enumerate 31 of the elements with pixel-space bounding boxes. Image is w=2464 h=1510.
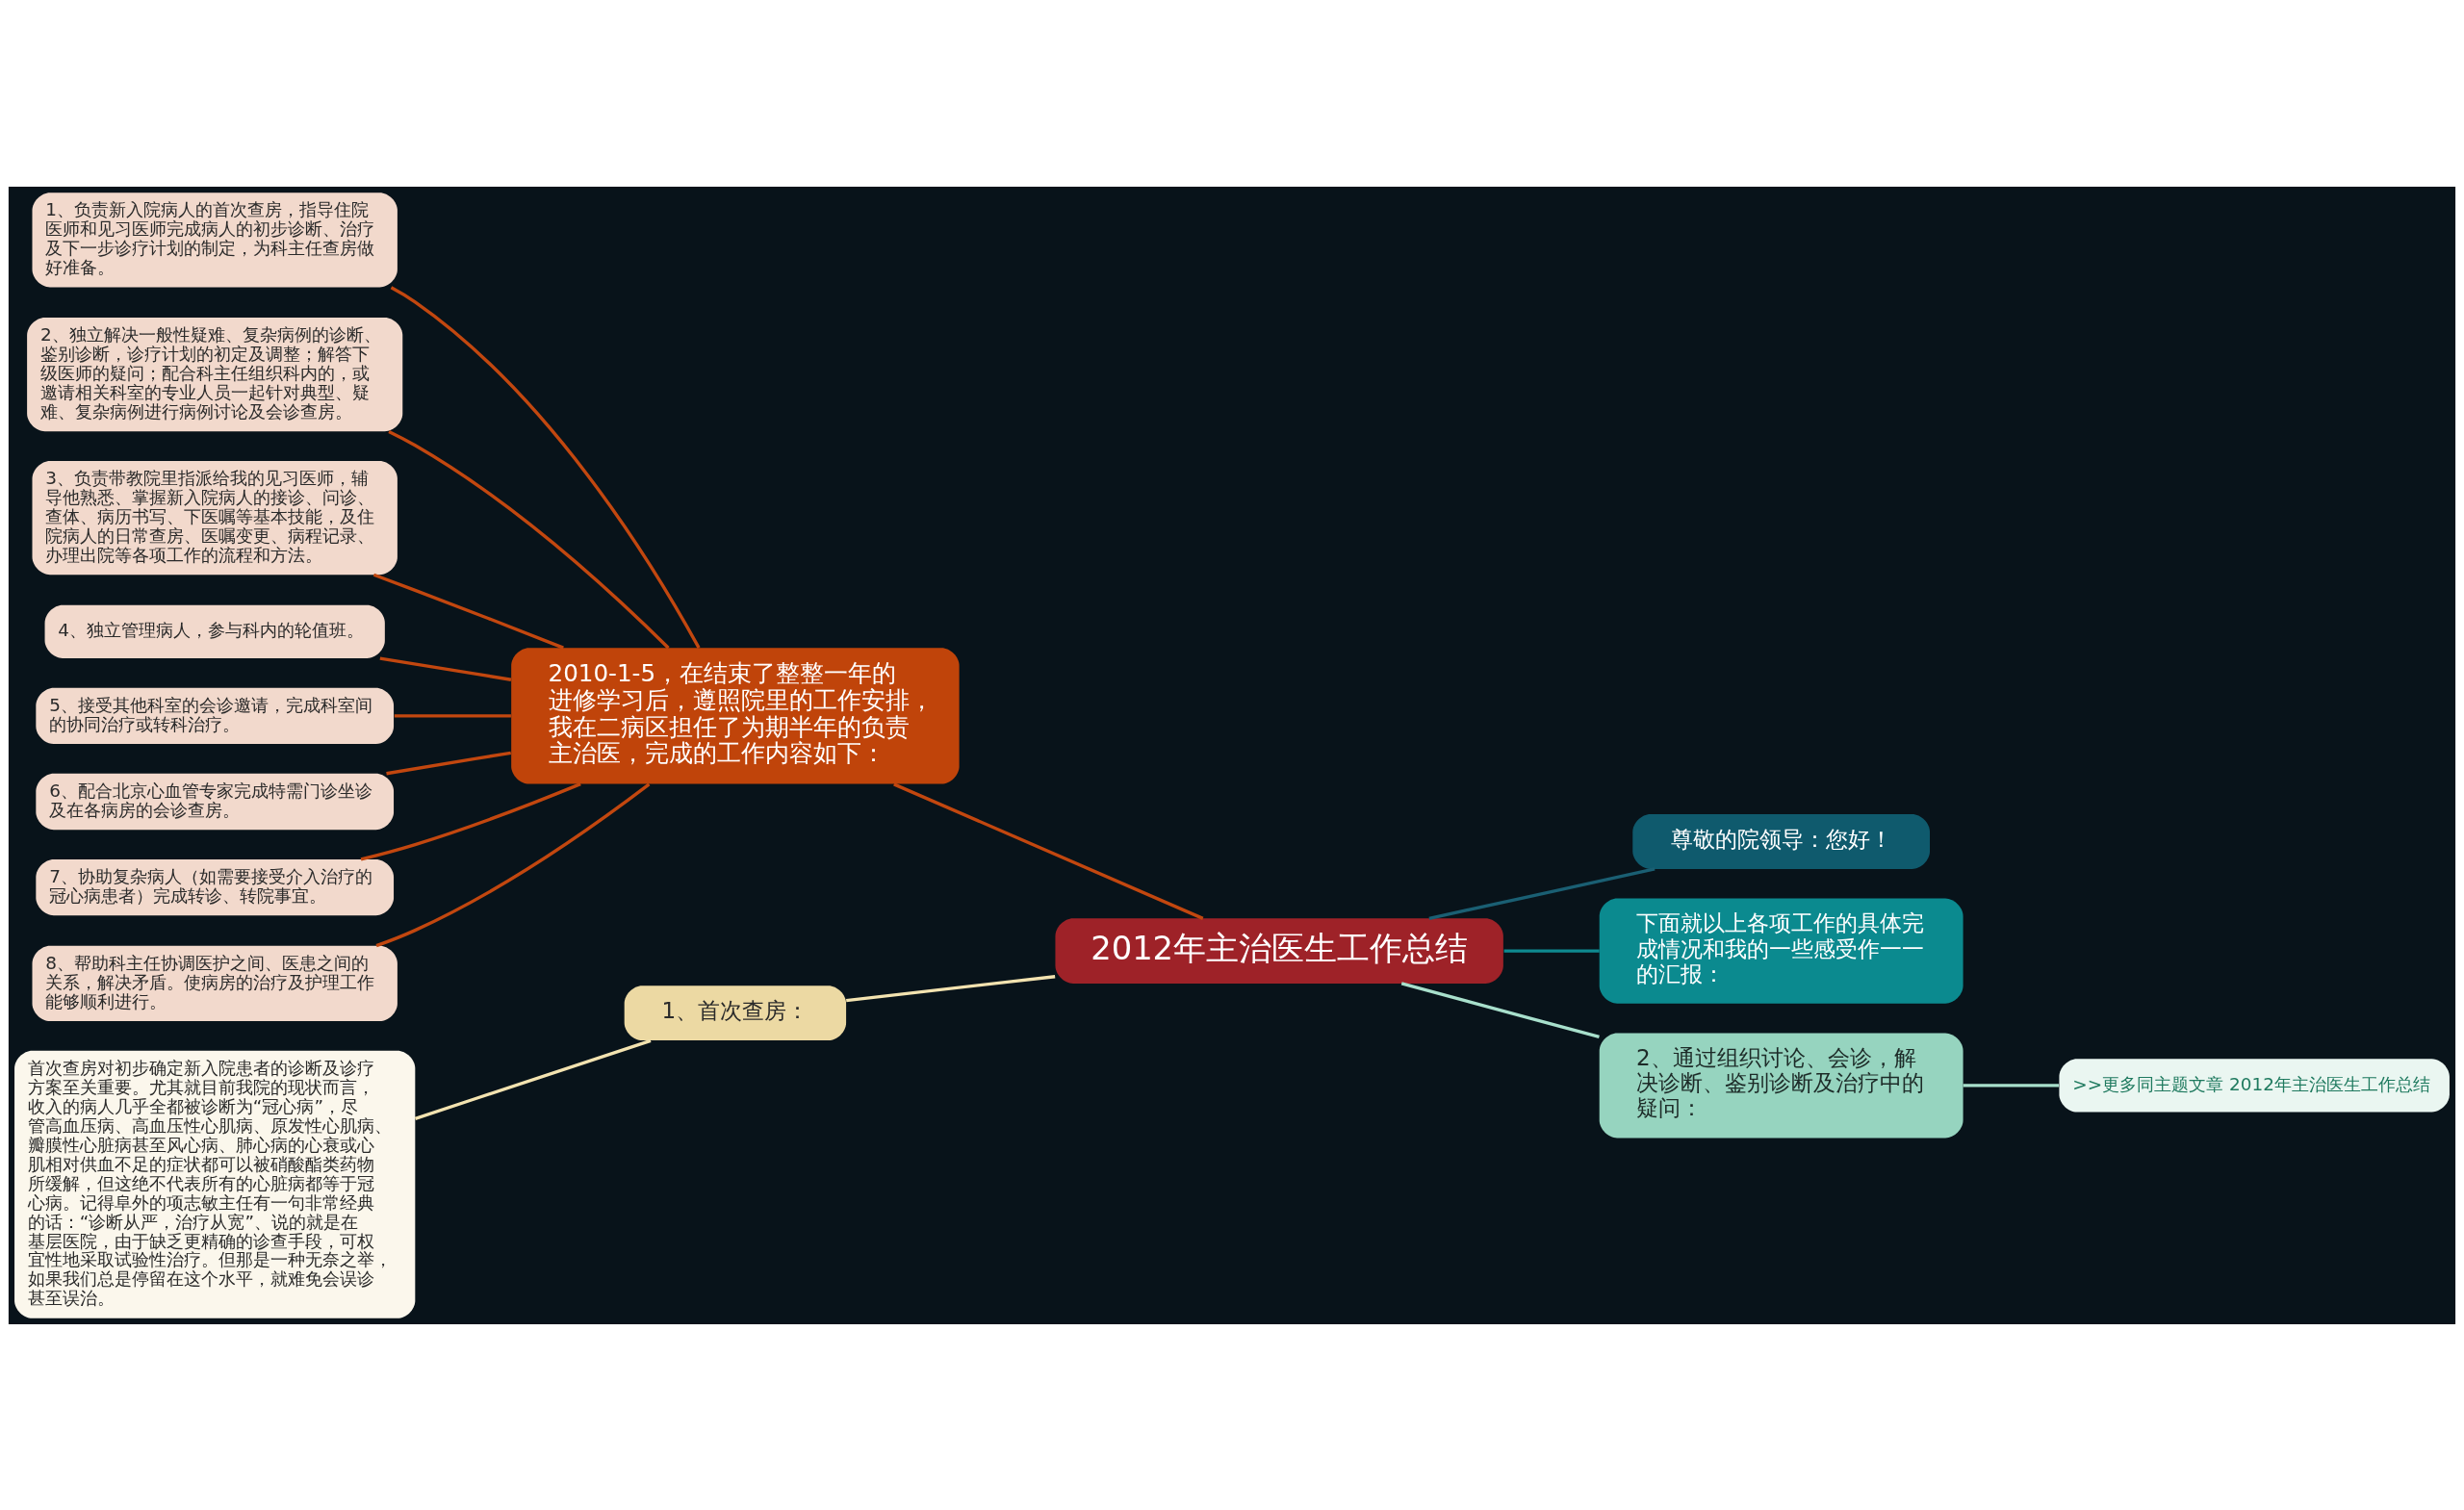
node-box: 6、配合北京心血管专家完成特需门诊坐诊及在各病房的会诊查房。 xyxy=(36,773,395,830)
node-box: 尊敬的院领导：您好！ xyxy=(1632,813,1930,869)
node-box: 首次查房对初步确定新入院患者的诊断及诊疗方案至关重要。尤其就目前我院的现状而言，收入的病人几乎全都被诊断为“冠心病”，尽管高血压病、高血压性心肌病、原发性心肌病、瓣膜性心脏病甚至风心病、肺心病的心衰或心肌相对供血不足的症状都可以被硝酸酯类药物所缓解，但这绝不代表所有的心脏病都等于冠心病。记得阜外的项志敏主任有一句非常经典的话：“诊断从严，治疗从宽”、说的就是在基层医院，由于缺乏更精确的诊查手段，可权宜性地采取试验性治疗。但那是一种无奈之举，如果我们总是停留在这个水平，就难免会误诊甚至误治。 xyxy=(14,1050,416,1318)
connector xyxy=(360,781,581,860)
node-box: 2010-1-5，在结束了整整一年的进修学习后，遵照院里的工作安排，我在二病区担任了为期半年的负责主治医，完成的工作内容如下： xyxy=(511,647,960,784)
connector xyxy=(1400,981,1600,1038)
connector xyxy=(893,781,1204,920)
connector xyxy=(372,573,564,650)
node-box: 2012年主治医生工作总结 xyxy=(1055,917,1503,984)
node-box: 1、首次查房： xyxy=(624,985,847,1040)
connector xyxy=(394,713,511,718)
node-box: 下面就以上各项工作的具体完成情况和我的一些感受作一一的汇报： xyxy=(1599,898,1964,1004)
node-box: >>更多同主题文章 2012年主治医生工作总结 xyxy=(2059,1058,2450,1113)
node-box: 4、独立管理病人，参与科内的轮值班。 xyxy=(44,604,385,658)
connector xyxy=(1963,1083,2060,1088)
connector xyxy=(379,655,512,681)
node-box: 5、接受其他科室的会诊邀请，完成科室间的协同治疗或转科治疗。 xyxy=(36,687,395,744)
connector xyxy=(846,974,1056,1002)
connector xyxy=(1503,948,1600,953)
connector xyxy=(414,1038,652,1120)
node-box: 1、负责新入院病人的首次查房，指导住院医师和见习医师完成病人的初步诊断、治疗及下一步诊疗计划的制定，为科主任查房做好准备。 xyxy=(32,192,398,287)
node-box: 8、帮助科主任协调医护之间、医患之间的关系，解决矛盾。使病房的治疗及护理工作能够顺利进行。 xyxy=(32,945,398,1021)
connector xyxy=(386,751,511,775)
node-box: 2、独立解决一般性疑难、复杂病例的诊断、鉴别诊断，诊疗计划的初定及调整；解答下级医师的疑问；配合科主任组织科内的，或邀请相关科室的专业人员一起针对典型、疑难、复杂病例进行病例讨论及会诊查房。 xyxy=(27,317,403,431)
connector xyxy=(390,285,701,649)
node-box: 2、通过组织讨论、会诊，解决诊断、鉴别诊断及治疗中的疑问： xyxy=(1599,1032,1964,1138)
node-box: 3、负责带教院里指派给我的见习医师，辅导他熟悉、掌握新入院病人的接诊、问诊、查体、病历书写、下医嘱等基本技能，及住院病人的日常查房、医嘱变更、病程记录、办理出院等各项工作的流程和方法。 xyxy=(32,460,398,575)
connector xyxy=(375,782,651,947)
connector xyxy=(388,429,670,649)
node-box: 7、协助复杂病人（如需要接受介入治疗的冠心病患者）完成转诊、转院事宜。 xyxy=(36,858,395,915)
connector xyxy=(1428,866,1656,920)
